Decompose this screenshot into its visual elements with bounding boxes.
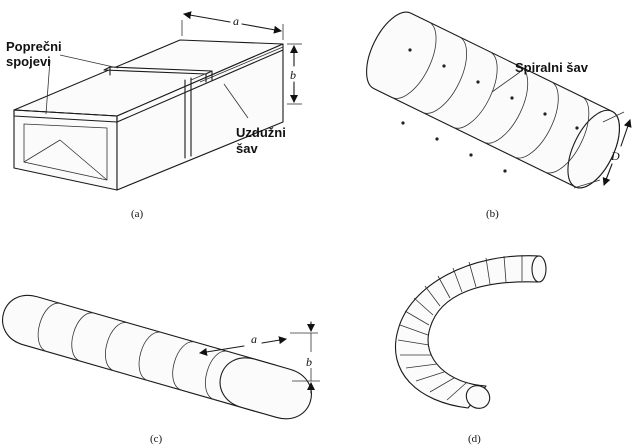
caption-c: (c) xyxy=(150,433,163,445)
curved-flexible-duct-drawing xyxy=(394,255,547,409)
dimension-b-label-oval: b xyxy=(306,355,312,369)
cross-joints-label-line2: spojevi xyxy=(6,54,51,69)
caption-a: (a) xyxy=(131,208,144,220)
rectangular-duct-drawing xyxy=(13,11,302,191)
spiral-round-duct-drawing xyxy=(366,11,632,189)
longitudinal-seam-label-line2: šav xyxy=(236,141,258,156)
dimension-D-label: D xyxy=(610,149,620,163)
spiral-seam-label: Spiralni šav xyxy=(515,60,589,75)
dimension-b-label: b xyxy=(290,68,296,82)
dimension-a-label-oval: a xyxy=(251,332,257,346)
caption-b: (b) xyxy=(486,208,499,220)
longitudinal-seam-label-line1: Uzdužni xyxy=(236,125,286,140)
flat-oval-duct-drawing xyxy=(2,294,320,420)
cross-joints-label-line1: Poprečni xyxy=(6,39,62,54)
dimension-a-label: a xyxy=(233,14,239,28)
caption-d: (d) xyxy=(468,433,481,445)
